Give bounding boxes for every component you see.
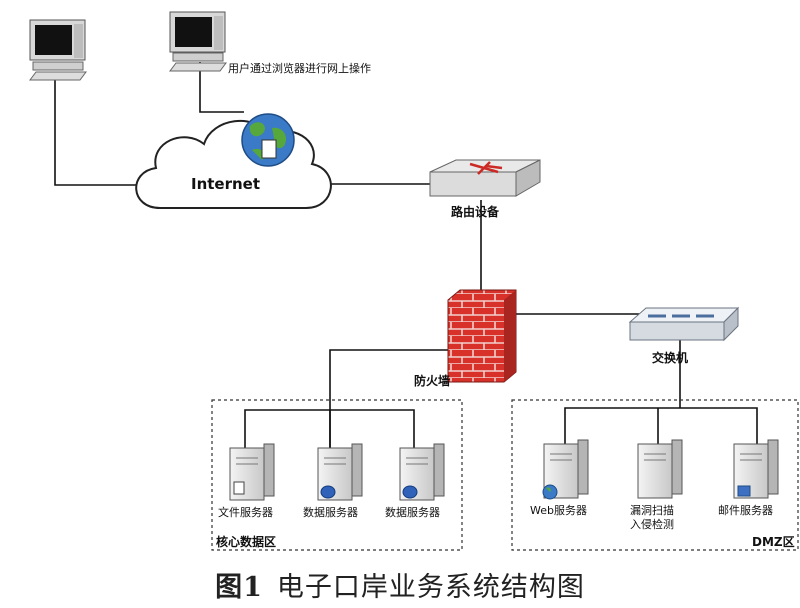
internet-cloud-icon bbox=[135, 119, 332, 209]
file-server-icon bbox=[229, 443, 275, 501]
file-server-label: 文件服务器 bbox=[218, 505, 273, 519]
connection-lines bbox=[54, 62, 758, 448]
scan-server-icon bbox=[637, 439, 683, 499]
figure-title: 电子口岸业务系统结构图 bbox=[276, 572, 585, 603]
globe-icon bbox=[241, 113, 295, 167]
desktop-computer-icon-2 bbox=[169, 11, 227, 72]
figure-caption: 图1 电子口岸业务系统结构图 bbox=[0, 565, 800, 604]
data-server-icon-2 bbox=[399, 443, 445, 501]
data-server-label-1: 数据服务器 bbox=[303, 505, 358, 519]
firewall-icon bbox=[447, 289, 517, 383]
line-firewall-core bbox=[329, 349, 448, 448]
switch-label: 交换机 bbox=[652, 350, 688, 365]
line-dmz-bus bbox=[564, 407, 758, 444]
desktop-computer-icon-1 bbox=[29, 19, 87, 81]
mail-server-icon bbox=[733, 439, 779, 499]
dmz-zone-box bbox=[511, 399, 799, 551]
internet-label: Internet bbox=[191, 175, 260, 193]
switch-icon bbox=[628, 306, 740, 342]
scan-label-line2: 入侵检测 bbox=[630, 517, 674, 531]
user-action-label: 用户通过浏览器进行网上操作 bbox=[228, 61, 371, 75]
data-server-label-2: 数据服务器 bbox=[385, 505, 440, 519]
figure-number: 图1 bbox=[215, 572, 263, 603]
mail-server-label: 邮件服务器 bbox=[718, 504, 773, 517]
firewall-label: 防火墙 bbox=[414, 373, 450, 388]
router-label: 路由设备 bbox=[451, 204, 500, 219]
line-pc1-internet bbox=[54, 72, 150, 186]
network-diagram: 用户通过浏览器进行网上操作 Internet 路由设备 防火墙 交换机 文件服务… bbox=[29, 11, 799, 551]
data-server-icon-1 bbox=[317, 443, 363, 501]
core-zone-box bbox=[211, 399, 463, 551]
dmz-zone-label: DMZ区 bbox=[752, 535, 795, 549]
line-pc2-cloud bbox=[199, 62, 244, 113]
web-server-icon bbox=[542, 439, 589, 500]
web-server-label: Web服务器 bbox=[530, 504, 587, 517]
router-icon bbox=[429, 159, 541, 197]
core-zone-label: 核心数据区 bbox=[216, 534, 276, 549]
scan-label-line1: 漏洞扫描 bbox=[630, 503, 674, 517]
